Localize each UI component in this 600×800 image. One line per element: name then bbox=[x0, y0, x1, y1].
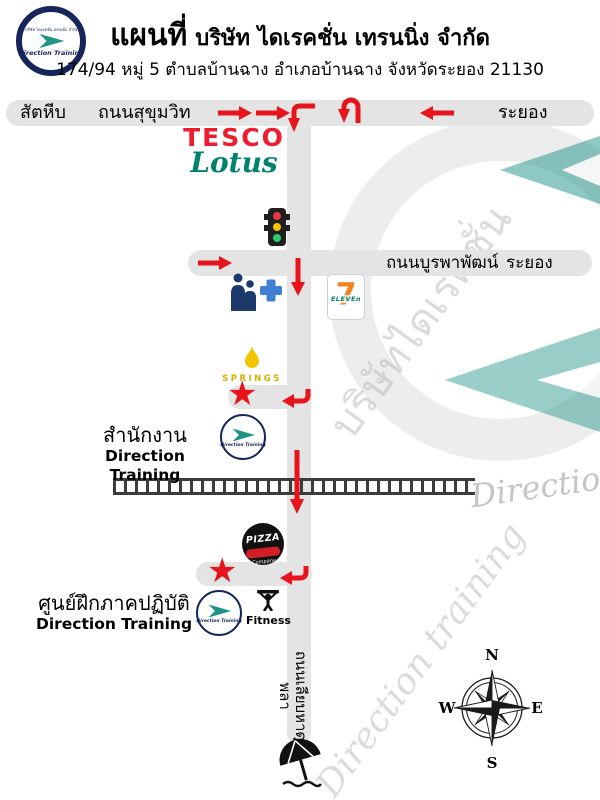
road-vertical-soi bbox=[287, 100, 311, 745]
compass-cardinal-points bbox=[453, 669, 531, 747]
page-title: แผนที่ บริษัท ไดเรคชั่น เทรนนิ่ง จำกัด bbox=[0, 12, 600, 59]
direction-training-logo: Direction Training bbox=[220, 414, 266, 460]
route-arrow-turn-left-icon bbox=[282, 389, 311, 408]
tesco-text: TESCO bbox=[183, 123, 285, 152]
railroad-track bbox=[113, 478, 475, 495]
head-office-label: สำนักงาน Direction Training bbox=[72, 424, 218, 485]
head-office-thai-text: สำนักงาน bbox=[103, 423, 187, 447]
compass-east-label: E bbox=[531, 699, 542, 717]
route-arrow-right-icon bbox=[198, 256, 232, 270]
watermark-teal-arrow-icon bbox=[500, 136, 600, 204]
star-training-center-marker: ★ bbox=[207, 551, 238, 591]
compass-west-label: W bbox=[438, 699, 457, 717]
compass-north-label: N bbox=[485, 646, 499, 664]
watermark-teal-arrow-icon bbox=[445, 328, 600, 432]
eleven-text: ELEVEn bbox=[329, 294, 363, 303]
training-center-label: ศูนย์ฝึกภาคปฏิบัติ Direction Training bbox=[34, 592, 194, 634]
fitness-text: Fitness bbox=[246, 614, 291, 627]
traffic-light-icon bbox=[264, 208, 290, 246]
title-lead: แผนที่ bbox=[110, 18, 188, 53]
logo-arrow-icon bbox=[208, 604, 232, 617]
direction-training-logo: Direction Training bbox=[196, 590, 242, 636]
label-sattahip: สัตหีบ bbox=[20, 102, 66, 123]
seven-eleven-logo: 7 ELEVEn bbox=[327, 274, 365, 320]
logo-script-text: Direction Training bbox=[196, 618, 242, 624]
logo-arrow-icon bbox=[39, 33, 65, 48]
star-office-marker: ★ bbox=[227, 374, 258, 414]
road-branch-training-center bbox=[196, 562, 312, 586]
route-arrow-turn-down-icon bbox=[288, 103, 315, 132]
pizza-text: PIZZA bbox=[245, 531, 281, 547]
route-arrow-right-icon bbox=[218, 106, 252, 120]
fitness-center-logo: Fitness bbox=[246, 585, 291, 627]
route-arrow-right-icon bbox=[256, 106, 290, 120]
route-arrow-down-icon bbox=[291, 258, 305, 296]
training-center-thai-text: ศูนย์ฝึกภาคปฏิบัติ bbox=[38, 591, 190, 615]
watermark-script-text: Direction bbox=[468, 456, 600, 516]
training-center-english-text: Direction Training bbox=[35, 615, 193, 633]
springs-text: SPRINGS bbox=[222, 374, 282, 384]
label-rayong: ระยอง bbox=[506, 253, 553, 273]
route-arrow-turn-left-icon bbox=[280, 566, 309, 585]
road-branch-office bbox=[228, 385, 312, 409]
route-arrow-down-icon bbox=[290, 450, 304, 514]
label-beach-road: ถนนเลียบหาดพลา bbox=[276, 650, 310, 742]
watermark-thai-text: บริษัทไดเรคชั่น bbox=[319, 195, 522, 448]
compass-south-label: S bbox=[487, 754, 498, 770]
lotus-text: Lotus bbox=[190, 146, 278, 179]
compass-rose: N S W E bbox=[438, 646, 543, 770]
logo-script-text: Direction Training bbox=[18, 48, 84, 57]
beach-umbrella-icon bbox=[279, 737, 322, 788]
company-address: 174/94 หมู่ 5 ตำบลบ้านฉาง อำเภอบ้านฉาง จ… bbox=[56, 60, 544, 80]
label-burapha-road: ถนนบูรพาพัฒน์ bbox=[386, 253, 499, 273]
logo-script-text: Direction Training bbox=[220, 442, 266, 448]
route-arrow-left-icon bbox=[420, 106, 454, 120]
tesco-lotus-logo: TESCO Lotus bbox=[178, 123, 290, 179]
springs-logo: SPRINGS bbox=[218, 344, 286, 384]
route-arrow-uturn-icon bbox=[338, 97, 361, 123]
pizza-ribbon: Company bbox=[245, 546, 281, 566]
weightlifter-icon bbox=[257, 590, 279, 612]
company-logo: บริษัท ไดเรคชั่น เทรนนิ่ง จำกัด Directio… bbox=[16, 6, 86, 76]
label-rayong: ระยอง bbox=[498, 102, 548, 123]
pizza-company-logo: PIZZA Company bbox=[242, 523, 284, 566]
logo-ring-text: บริษัท ไดเรคชั่น เทรนนิ่ง จำกัด bbox=[25, 26, 77, 32]
water-drop-icon bbox=[245, 345, 259, 368]
head-office-english-text: Direction Training bbox=[105, 447, 185, 484]
title-company: บริษัท ไดเรคชั่น เทรนนิ่ง จำกัด bbox=[195, 26, 490, 51]
label-sukhumvit-road: ถนนสุขุมวิท bbox=[98, 102, 191, 123]
hospital-icon bbox=[231, 273, 282, 311]
logo-arrow-icon bbox=[232, 428, 256, 441]
